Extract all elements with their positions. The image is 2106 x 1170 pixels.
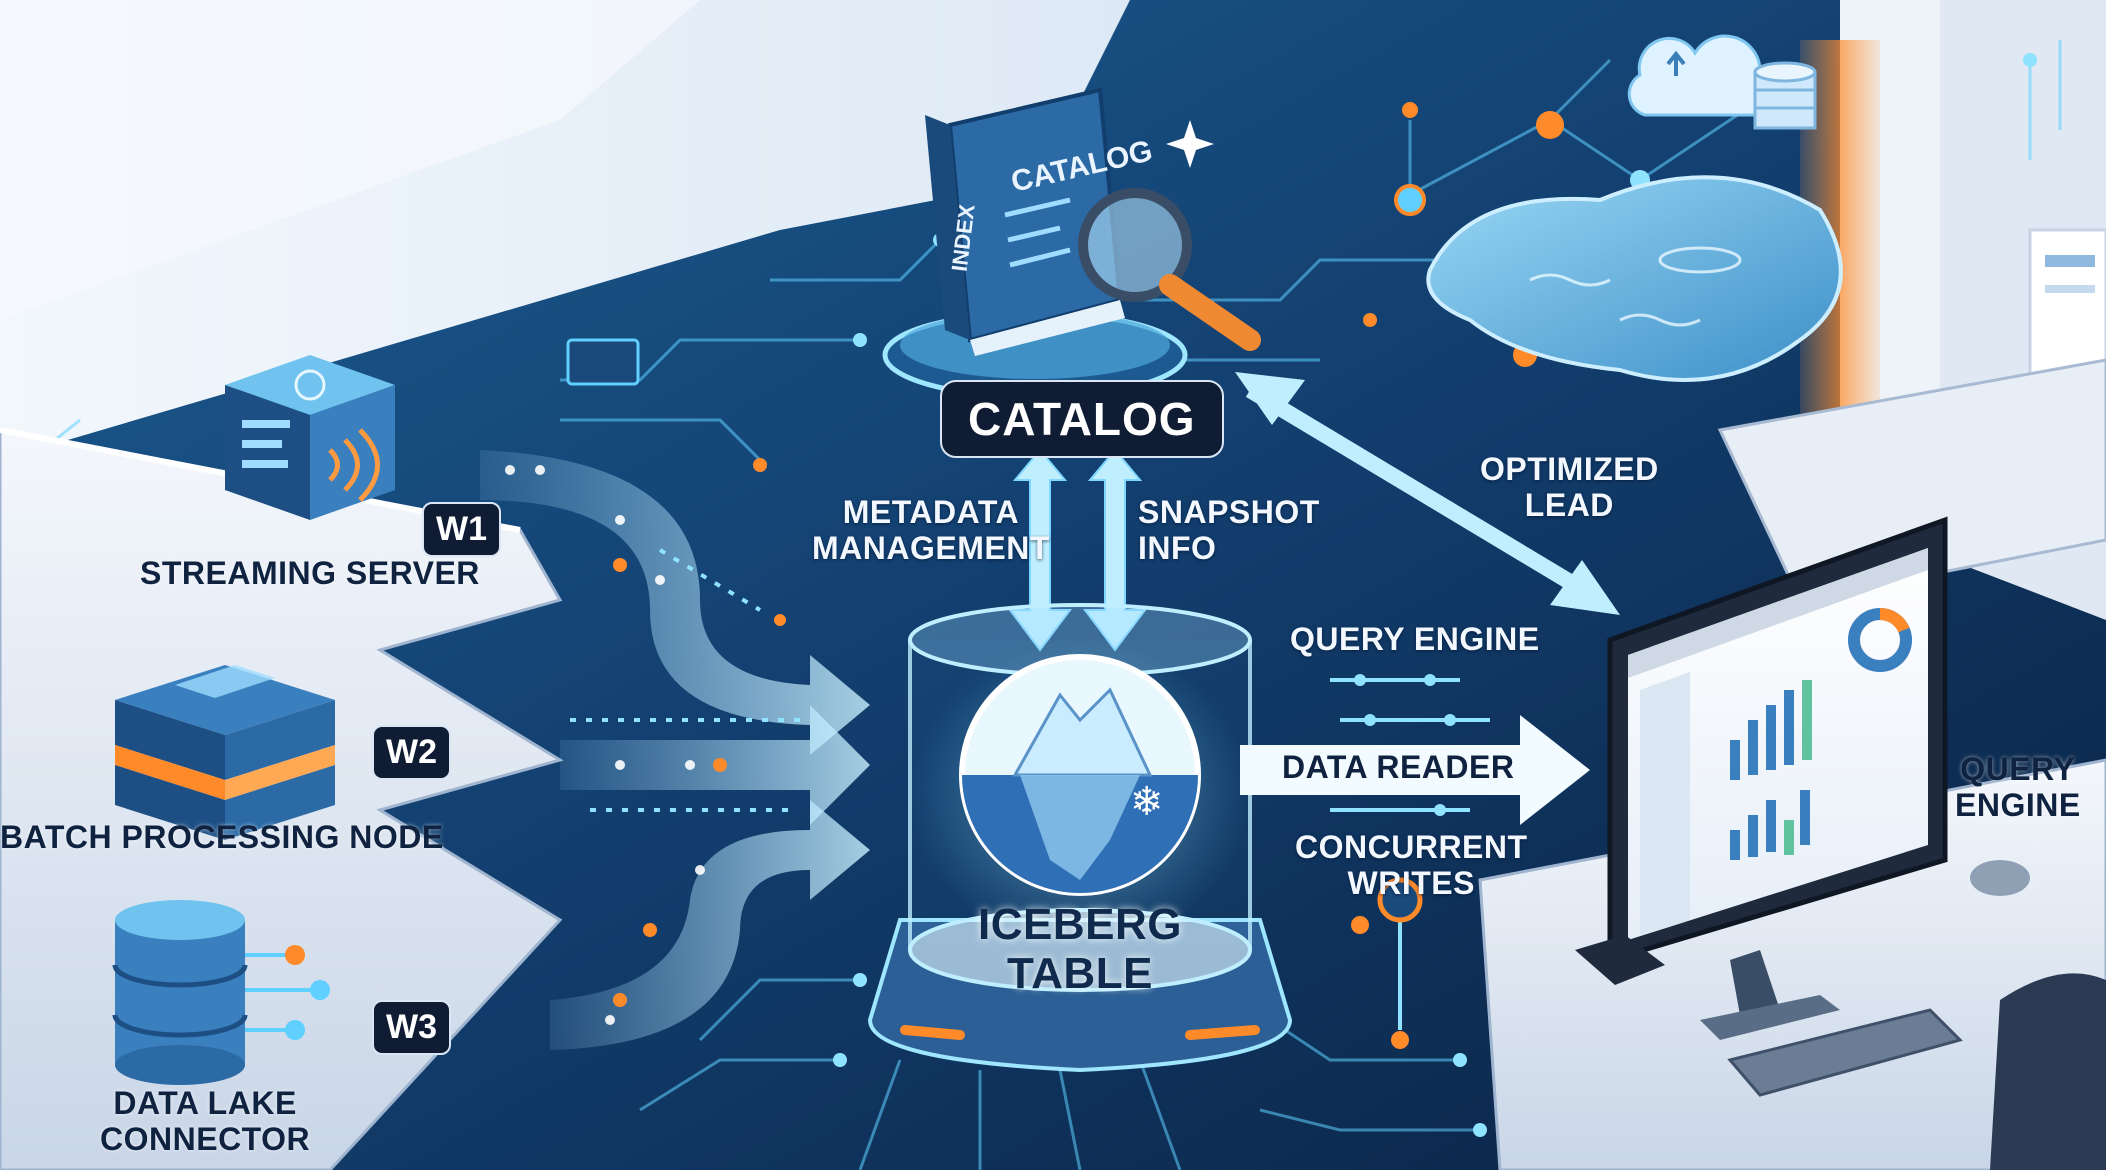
- data-reader-arrow: [1240, 715, 1590, 825]
- snapshot-line2: INFO: [1138, 529, 1217, 566]
- phone: [1575, 935, 1665, 985]
- iceberg-table-label: ICEBERG TABLE: [960, 900, 1200, 999]
- iceberg-table-cylinder: ❄: [867, 603, 1293, 1073]
- snapshot-line1: SNAPSHOT: [1138, 494, 1320, 530]
- snapshot-info-label: SNAPSHOT INFO: [1138, 494, 1320, 567]
- concurrent-writes-label: CONCURRENT WRITES: [1295, 829, 1528, 902]
- streaming-server-icon: [225, 355, 395, 520]
- metadata-line2: MANAGEMENT: [812, 529, 1050, 566]
- query-engine-flow-label: QUERY ENGINE: [1290, 621, 1540, 657]
- query-engine-label: QUERY ENGINE: [1955, 751, 2081, 824]
- writer-tag-w2: W2: [372, 725, 451, 780]
- database-icon-top: [1753, 61, 1817, 130]
- keyboard: [1727, 1008, 1963, 1097]
- data-reader-label: DATA READER: [1282, 749, 1515, 785]
- metadata-management-label: METADATA MANAGEMENT: [812, 494, 1050, 567]
- optimized-line1: OPTIMIZED: [1480, 451, 1659, 487]
- streaming-server-label: STREAMING SERVER: [140, 555, 480, 591]
- snowflake-icon: ❄: [1130, 779, 1164, 825]
- writer-tag-w1: W1: [422, 502, 501, 557]
- optimized-line2: LEAD: [1524, 486, 1614, 523]
- data-lake-connector-line2: CONNECTOR: [100, 1120, 311, 1157]
- iceberg-line1: ICEBERG: [978, 900, 1182, 949]
- data-lake: [1426, 175, 1843, 382]
- concurrent-line1: CONCURRENT: [1295, 829, 1528, 865]
- metadata-arrows: [1008, 448, 1147, 652]
- catalog-book-icon: [925, 87, 1125, 356]
- data-lake-connector-line1: DATA LAKE: [113, 1085, 297, 1121]
- concurrent-line2: WRITES: [1347, 864, 1475, 901]
- data-lake-connector-label: DATA LAKE CONNECTOR: [100, 1085, 311, 1158]
- chair: [1990, 973, 2106, 1170]
- catalog-label: CATALOG: [940, 380, 1224, 458]
- batch-processing-label: BATCH PROCESSING NODE: [0, 819, 444, 855]
- query-engine-monitor: [1607, 516, 1948, 1040]
- mouse: [1970, 860, 2030, 896]
- cloud-icon: [1627, 34, 1782, 117]
- magnifier-icon: [1078, 188, 1261, 351]
- query-engine-line1: QUERY: [1960, 751, 2076, 787]
- metadata-line1: METADATA: [842, 494, 1020, 530]
- query-engine-line2: ENGINE: [1955, 786, 2081, 823]
- optimized-lead-label: OPTIMIZED LEAD: [1480, 451, 1659, 524]
- writer-tag-w3: W3: [372, 1000, 451, 1055]
- optimized-lead-arrow: [1235, 372, 1620, 615]
- iceberg-line2: TABLE: [1007, 949, 1153, 999]
- batch-processing-icon: [115, 665, 335, 840]
- data-lake-connector-icon: [112, 900, 330, 1085]
- sparkle-icon: [1166, 120, 1214, 168]
